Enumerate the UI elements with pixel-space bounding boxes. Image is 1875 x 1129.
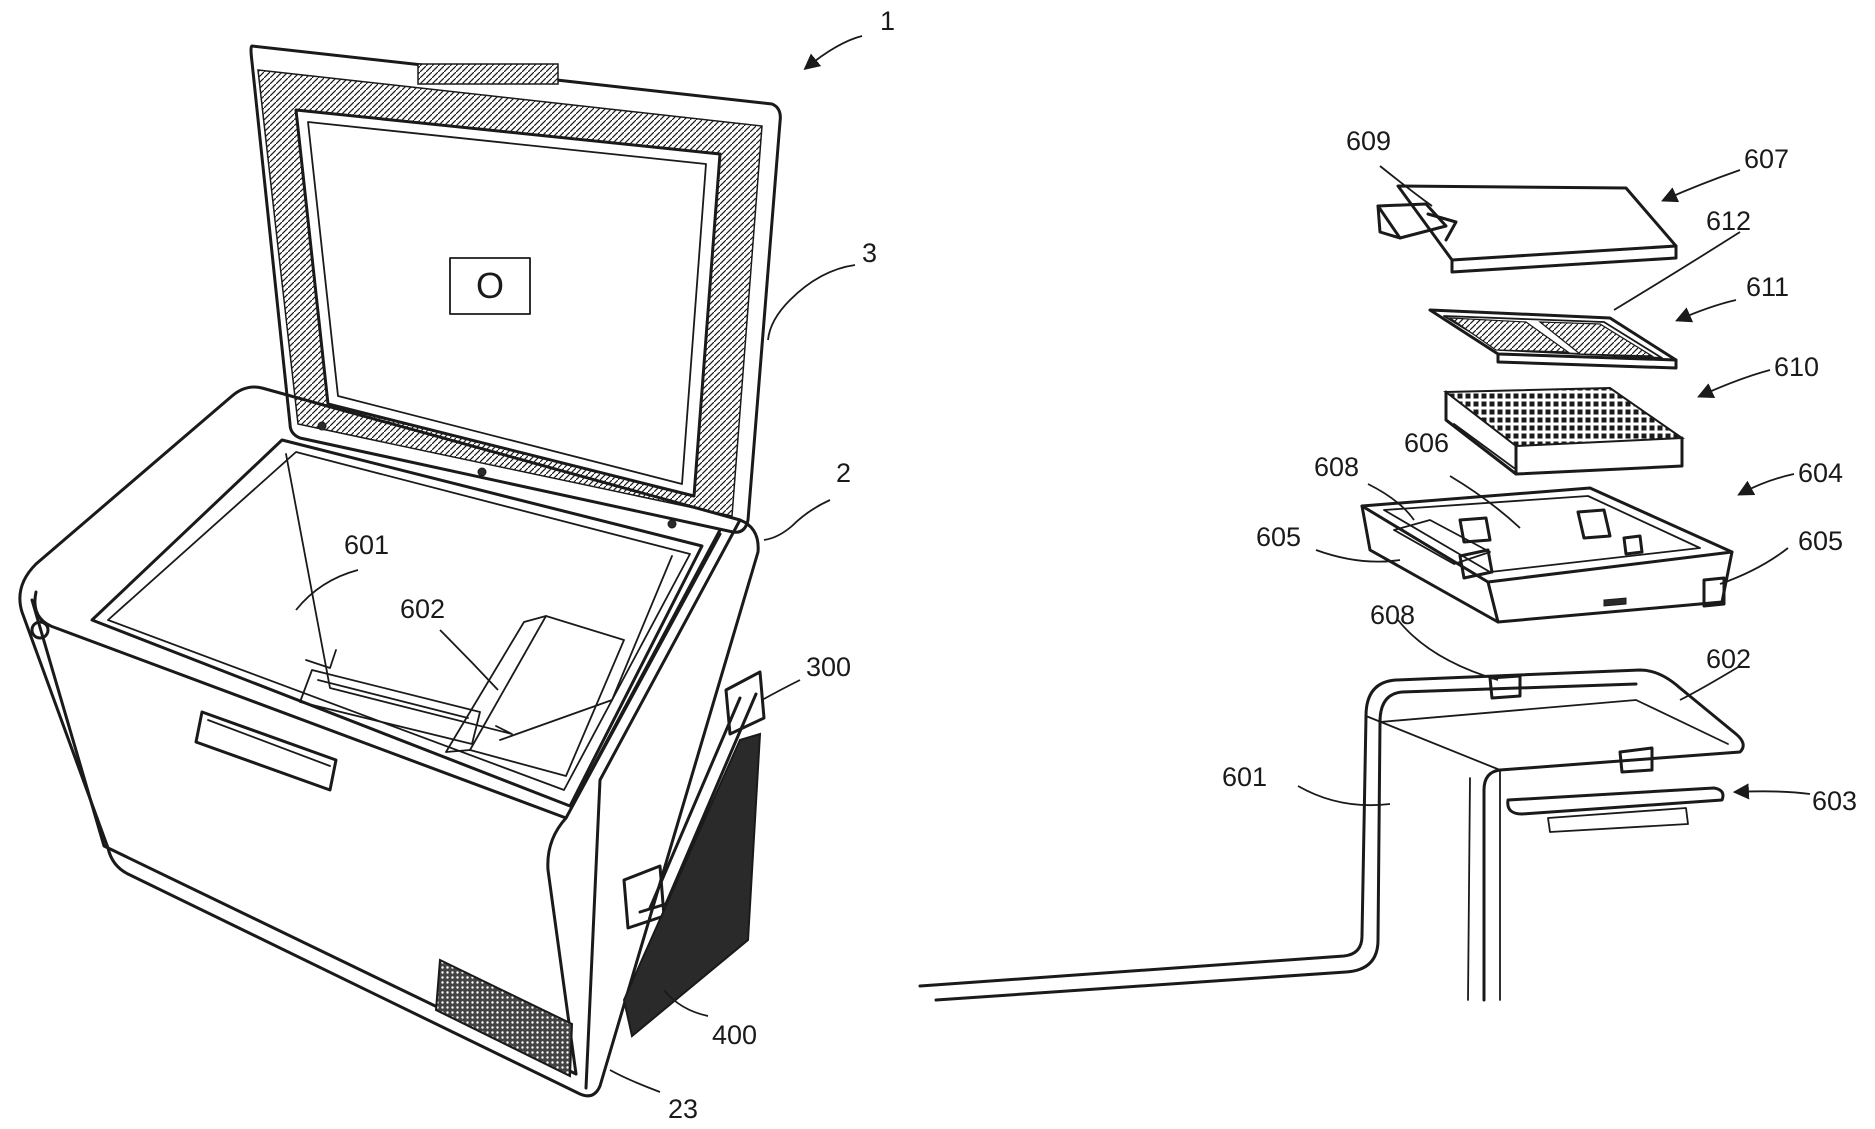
- exploded-components: [920, 186, 1743, 1000]
- part-601-602-liner: [920, 670, 1743, 1000]
- label-612: 612: [1706, 206, 1751, 236]
- label-602-left: 602: [400, 594, 445, 624]
- label-608-bottom: 608: [1370, 600, 1415, 630]
- label-601-right: 601: [1222, 762, 1267, 792]
- lid-hinge-strip: [418, 64, 558, 84]
- part-603-rail: [1508, 788, 1723, 832]
- label-300: 300: [806, 652, 851, 682]
- label-609: 609: [1346, 126, 1391, 156]
- label-604: 604: [1798, 458, 1843, 488]
- label-3: 3: [862, 238, 877, 268]
- label-608-top: 608: [1314, 452, 1359, 482]
- label-603: 603: [1812, 786, 1857, 816]
- label-23: 23: [668, 1094, 698, 1124]
- label-1: 1: [880, 6, 895, 36]
- refrigerator-assembly: O: [20, 46, 780, 1096]
- label-610: 610: [1774, 352, 1819, 382]
- label-605-right: 605: [1798, 526, 1843, 556]
- lid-symbol: O: [476, 265, 504, 306]
- label-611: 611: [1746, 272, 1789, 302]
- label-602-right: 602: [1706, 644, 1751, 674]
- label-400: 400: [712, 1020, 757, 1050]
- part-610-filter: [1446, 388, 1682, 474]
- label-607: 607: [1744, 144, 1789, 174]
- label-606: 606: [1404, 428, 1449, 458]
- part-604-housing: [1362, 488, 1732, 622]
- label-601-left: 601: [344, 530, 389, 560]
- label-2: 2: [836, 458, 851, 488]
- label-605-left: 605: [1256, 522, 1301, 552]
- part-611-tray: [1430, 310, 1676, 368]
